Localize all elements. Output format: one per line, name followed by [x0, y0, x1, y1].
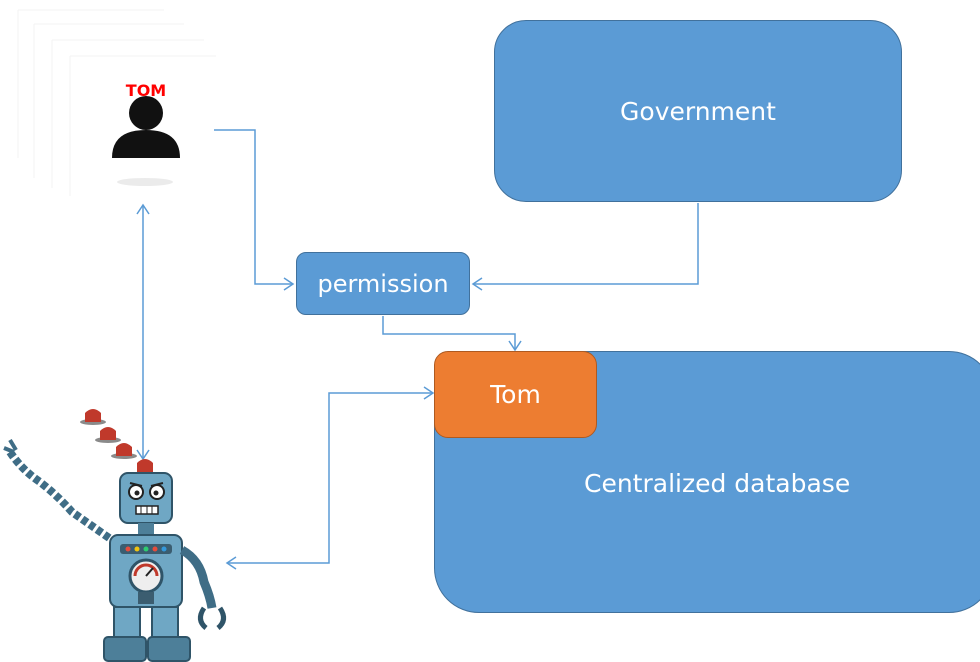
- person-name: TOM: [125, 81, 167, 100]
- siren-icon: [80, 409, 153, 473]
- government-to-permission-connector: [474, 203, 699, 285]
- government-box: Government: [494, 20, 902, 202]
- robot-to-record-connector: [228, 392, 432, 564]
- card-stack: [17, 9, 216, 196]
- person-up-arrowhead: [136, 203, 150, 215]
- person-card: TOM: [14, 8, 224, 198]
- government-arrowhead: [471, 277, 483, 291]
- person-icon: [112, 96, 180, 158]
- record-arrowhead: [423, 386, 435, 400]
- tom-record-box: Tom: [434, 351, 597, 438]
- person-to-permission-connector: [214, 129, 292, 285]
- robot-icon: [3, 409, 226, 662]
- database-label: Centralized database: [584, 469, 851, 498]
- permission-to-database-connector: [382, 316, 516, 349]
- permission-label: permission: [317, 269, 449, 298]
- robot-left-arrowhead: [225, 556, 237, 570]
- tom-record-label: Tom: [490, 380, 541, 409]
- permission-box: permission: [296, 252, 470, 315]
- robot-up-arrowhead: [136, 449, 150, 461]
- government-label: Government: [620, 97, 776, 126]
- permission-arrowhead: [283, 277, 295, 291]
- database-arrowhead: [508, 340, 522, 352]
